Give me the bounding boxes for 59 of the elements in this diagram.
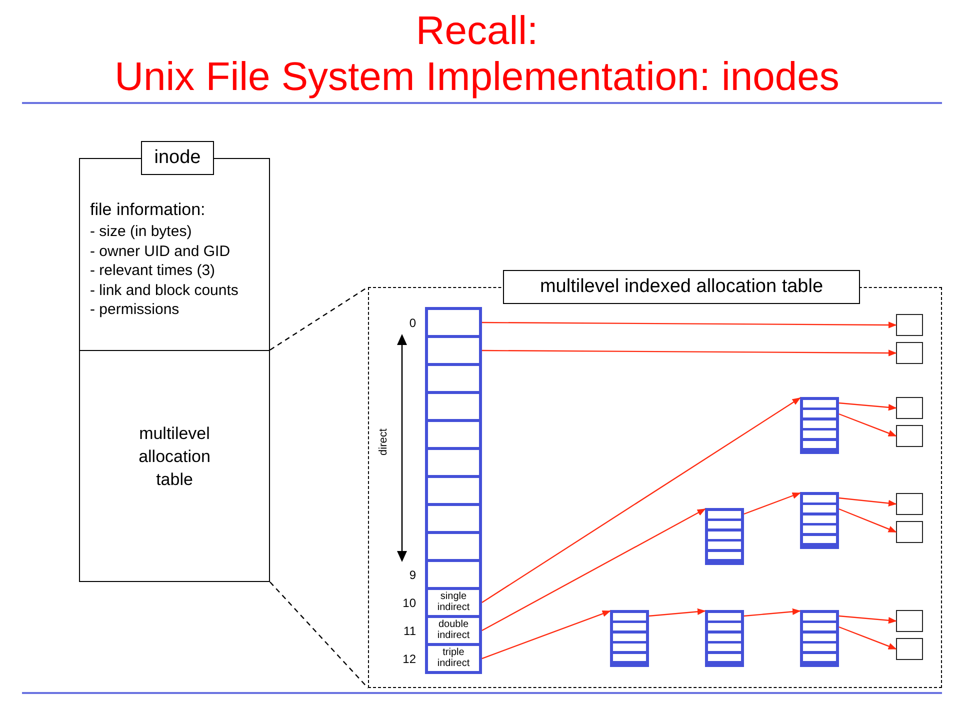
data-block <box>896 342 923 364</box>
index-block <box>705 610 744 667</box>
heading-label: multilevel indexed allocation table <box>503 270 860 304</box>
info-item: - relevant times (3) <box>90 261 216 280</box>
arrow <box>744 608 801 617</box>
section-label: multilevel allocation table <box>138 423 212 491</box>
index-number: 9 <box>409 568 416 582</box>
info-item: - owner UID and GID <box>90 242 232 261</box>
arrow <box>482 322 897 328</box>
data-block <box>896 493 923 515</box>
entry-label: double indirect <box>436 618 471 642</box>
index-number: 10 <box>402 596 416 610</box>
index-block <box>705 508 744 565</box>
index-block <box>610 610 649 667</box>
table-entry <box>425 475 482 506</box>
data-block <box>896 610 923 632</box>
arrow <box>482 610 611 660</box>
info-item: - permissions <box>90 300 180 320</box>
data-block <box>896 521 923 543</box>
arrow <box>482 398 801 603</box>
index-block <box>800 492 839 549</box>
table-entry <box>425 363 482 394</box>
data-block <box>896 314 923 336</box>
allocation-region <box>368 270 942 688</box>
arrow <box>838 497 897 507</box>
arrow <box>838 402 897 411</box>
info-item: - link and block counts <box>90 280 240 300</box>
heading-label: inode <box>141 141 214 175</box>
arrow <box>838 413 897 437</box>
arrow <box>838 508 897 533</box>
arrow <box>838 626 897 650</box>
info-item: - size (in bytes) <box>90 222 193 242</box>
data-block <box>896 425 923 447</box>
index-block <box>800 610 839 667</box>
zoom-line <box>270 582 368 688</box>
arrow <box>744 492 801 515</box>
table-entry <box>425 419 482 450</box>
slide-title: Recall: Unix File System Implementation: inodes <box>114 8 840 100</box>
entry-label: triple indirect <box>436 646 471 670</box>
zoom-line <box>270 286 368 350</box>
range-label: direct <box>377 428 390 456</box>
table-entry <box>425 503 482 534</box>
index-block <box>800 397 839 454</box>
data-block <box>896 638 923 660</box>
info-heading: file information: <box>90 200 206 220</box>
table-entry <box>425 447 482 478</box>
entry-label: single indirect <box>436 590 471 614</box>
table-entry <box>425 531 482 562</box>
index-number: 11 <box>404 624 416 638</box>
table-entry <box>425 335 482 366</box>
index-number: 12 <box>402 652 416 666</box>
inode-box <box>79 141 270 582</box>
data-block <box>896 397 923 419</box>
arrow <box>648 608 706 617</box>
index-number: 0 <box>409 316 416 330</box>
table-entry <box>425 391 482 422</box>
arrow <box>482 350 897 356</box>
arrow <box>838 615 897 624</box>
arrow <box>482 508 706 632</box>
